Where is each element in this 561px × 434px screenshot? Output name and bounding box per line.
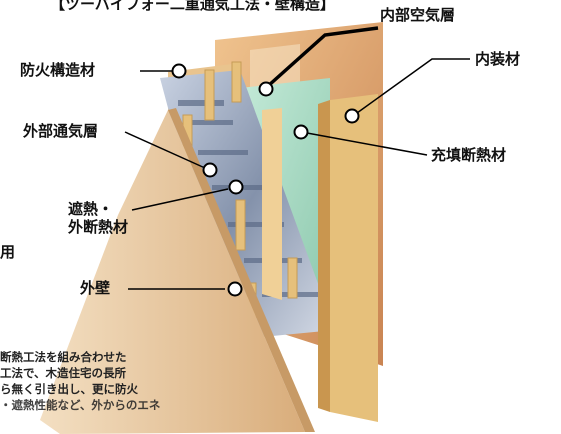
label-exterior-wall: 外壁 xyxy=(80,279,111,297)
exterior-wall-panel xyxy=(40,110,305,434)
label-outer-ventilation: 外部通気層 xyxy=(23,122,99,140)
label-inner-air-layer: 内部空気層 xyxy=(380,6,456,24)
marker-exterior-wall xyxy=(227,281,243,297)
label-fireproof-structural: 防火構造材 xyxy=(20,61,96,79)
front-stud-side xyxy=(318,100,330,412)
description-line-3: ら無く引き出し、更に防火 xyxy=(0,382,138,396)
front-stud xyxy=(330,94,378,422)
marker-fireproof xyxy=(171,63,187,79)
marker-fill-insulation xyxy=(293,124,309,140)
exterior-wall-edge xyxy=(168,108,315,432)
label-fill-insulation: 充填断熱材 xyxy=(431,146,507,164)
marker-outer-ventilation xyxy=(202,162,218,178)
leader-lines xyxy=(124,26,470,290)
label-interior-finish: 内装材 xyxy=(475,50,521,68)
middle-stud xyxy=(262,108,282,300)
label-heat-shield-2: 外断熱材 xyxy=(68,218,129,236)
marker-circles xyxy=(171,63,360,297)
description-line-2: 工法で、木造住宅の長所 xyxy=(0,366,127,380)
diagram-title: 【ツーバイフォー二重通気工法・壁構造】 xyxy=(50,0,335,13)
description-line-1: 断熱工法を組み合わせた xyxy=(0,350,127,364)
marker-heat-shield xyxy=(228,179,244,195)
marker-interior-finish xyxy=(344,108,360,124)
marker-inner-air xyxy=(258,81,274,97)
label-partial-left: 用 xyxy=(0,243,16,261)
label-heat-shield-1: 遮熱・ xyxy=(68,200,114,218)
description-line-4: ・遮熱性能など、外からのエネ xyxy=(0,398,161,412)
